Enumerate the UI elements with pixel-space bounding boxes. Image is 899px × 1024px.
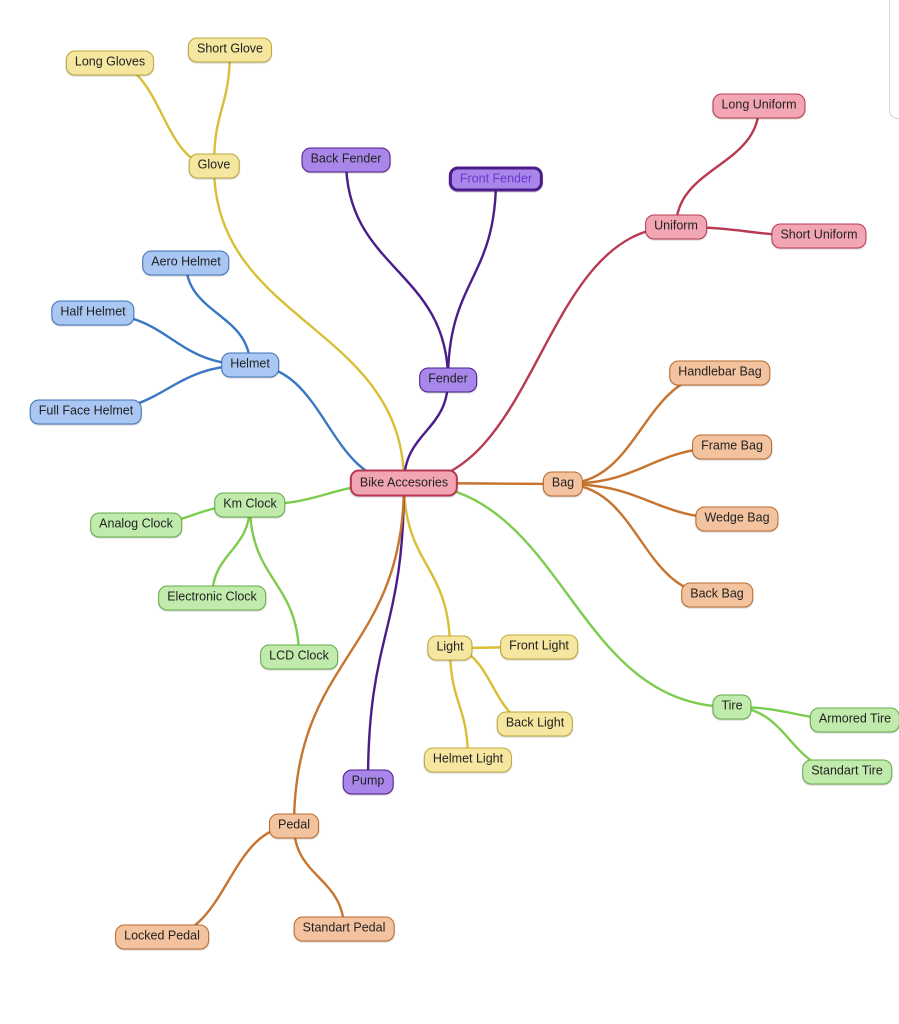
edge-pedal-locked-pedal (160, 824, 296, 939)
node-km-clock[interactable]: Km Clock (214, 492, 286, 518)
node-back-fender[interactable]: Back Fender (301, 147, 391, 173)
node-wedge-bag[interactable]: Wedge Bag (695, 506, 779, 532)
node-analog-clock[interactable]: Analog Clock (90, 512, 182, 538)
node-tire[interactable]: Tire (712, 694, 752, 720)
node-glove[interactable]: Glove (188, 153, 240, 179)
node-frame-bag[interactable]: Frame Bag (692, 434, 772, 460)
node-pump[interactable]: Pump (342, 769, 394, 795)
node-electronic-clock[interactable]: Electronic Clock (158, 585, 266, 611)
node-front-light[interactable]: Front Light (500, 634, 578, 660)
edge-root-pump (366, 481, 406, 784)
node-standart-pedal[interactable]: Standart Pedal (293, 916, 395, 942)
edge-root-helmet (248, 363, 406, 485)
node-back-light[interactable]: Back Light (496, 711, 574, 737)
node-back-bag[interactable]: Back Bag (681, 582, 753, 608)
node-bike-accesories[interactable]: Bike Accesories (349, 469, 459, 497)
edge-root-tire (402, 481, 734, 709)
edge-glove-short-glove (212, 48, 232, 168)
node-pedal[interactable]: Pedal (269, 813, 319, 839)
node-aero-helmet[interactable]: Aero Helmet (142, 250, 230, 276)
edge-root-fender (402, 378, 450, 485)
edge-fender-back-fender (344, 158, 450, 382)
edge-root-pedal (292, 481, 406, 828)
node-front-fender[interactable]: Front Fender (448, 166, 544, 192)
edge-root-glove (212, 164, 406, 485)
node-lcd-clock[interactable]: LCD Clock (260, 644, 338, 670)
node-short-glove[interactable]: Short Glove (187, 37, 273, 63)
node-light[interactable]: Light (427, 635, 473, 661)
edge-bag-back-bag (561, 482, 719, 597)
node-fender[interactable]: Fender (419, 367, 477, 393)
node-locked-pedal[interactable]: Locked Pedal (115, 924, 209, 950)
node-armored-tire[interactable]: Armored Tire (809, 707, 899, 733)
edge-uniform-long-uniform (674, 104, 761, 229)
node-helmet[interactable]: Helmet (221, 352, 279, 378)
node-long-uniform[interactable]: Long Uniform (712, 93, 806, 119)
node-full-face-helmet[interactable]: Full Face Helmet (29, 399, 143, 425)
scrollbar[interactable] (889, 0, 899, 119)
node-half-helmet[interactable]: Half Helmet (51, 300, 135, 326)
node-handlebar-bag[interactable]: Handlebar Bag (669, 360, 771, 386)
edge-fender-front-fender (446, 177, 498, 382)
node-uniform[interactable]: Uniform (645, 214, 707, 240)
edge-km-clock-lcd-clock (248, 503, 301, 659)
edge-km-clock-electronic-clock (210, 503, 252, 600)
edge-root-light (402, 481, 452, 650)
node-standart-tire[interactable]: Standart Tire (802, 759, 892, 785)
edge-light-helmet-light (448, 646, 470, 762)
edge-helmet-aero-helmet (184, 261, 252, 367)
node-bag[interactable]: Bag (542, 471, 584, 497)
edge-pedal-standart-pedal (292, 824, 346, 931)
node-helmet-light[interactable]: Helmet Light (423, 747, 513, 773)
node-short-uniform[interactable]: Short Uniform (771, 223, 867, 249)
edge-glove-long-gloves (108, 61, 216, 168)
node-long-gloves[interactable]: Long Gloves (65, 50, 155, 76)
